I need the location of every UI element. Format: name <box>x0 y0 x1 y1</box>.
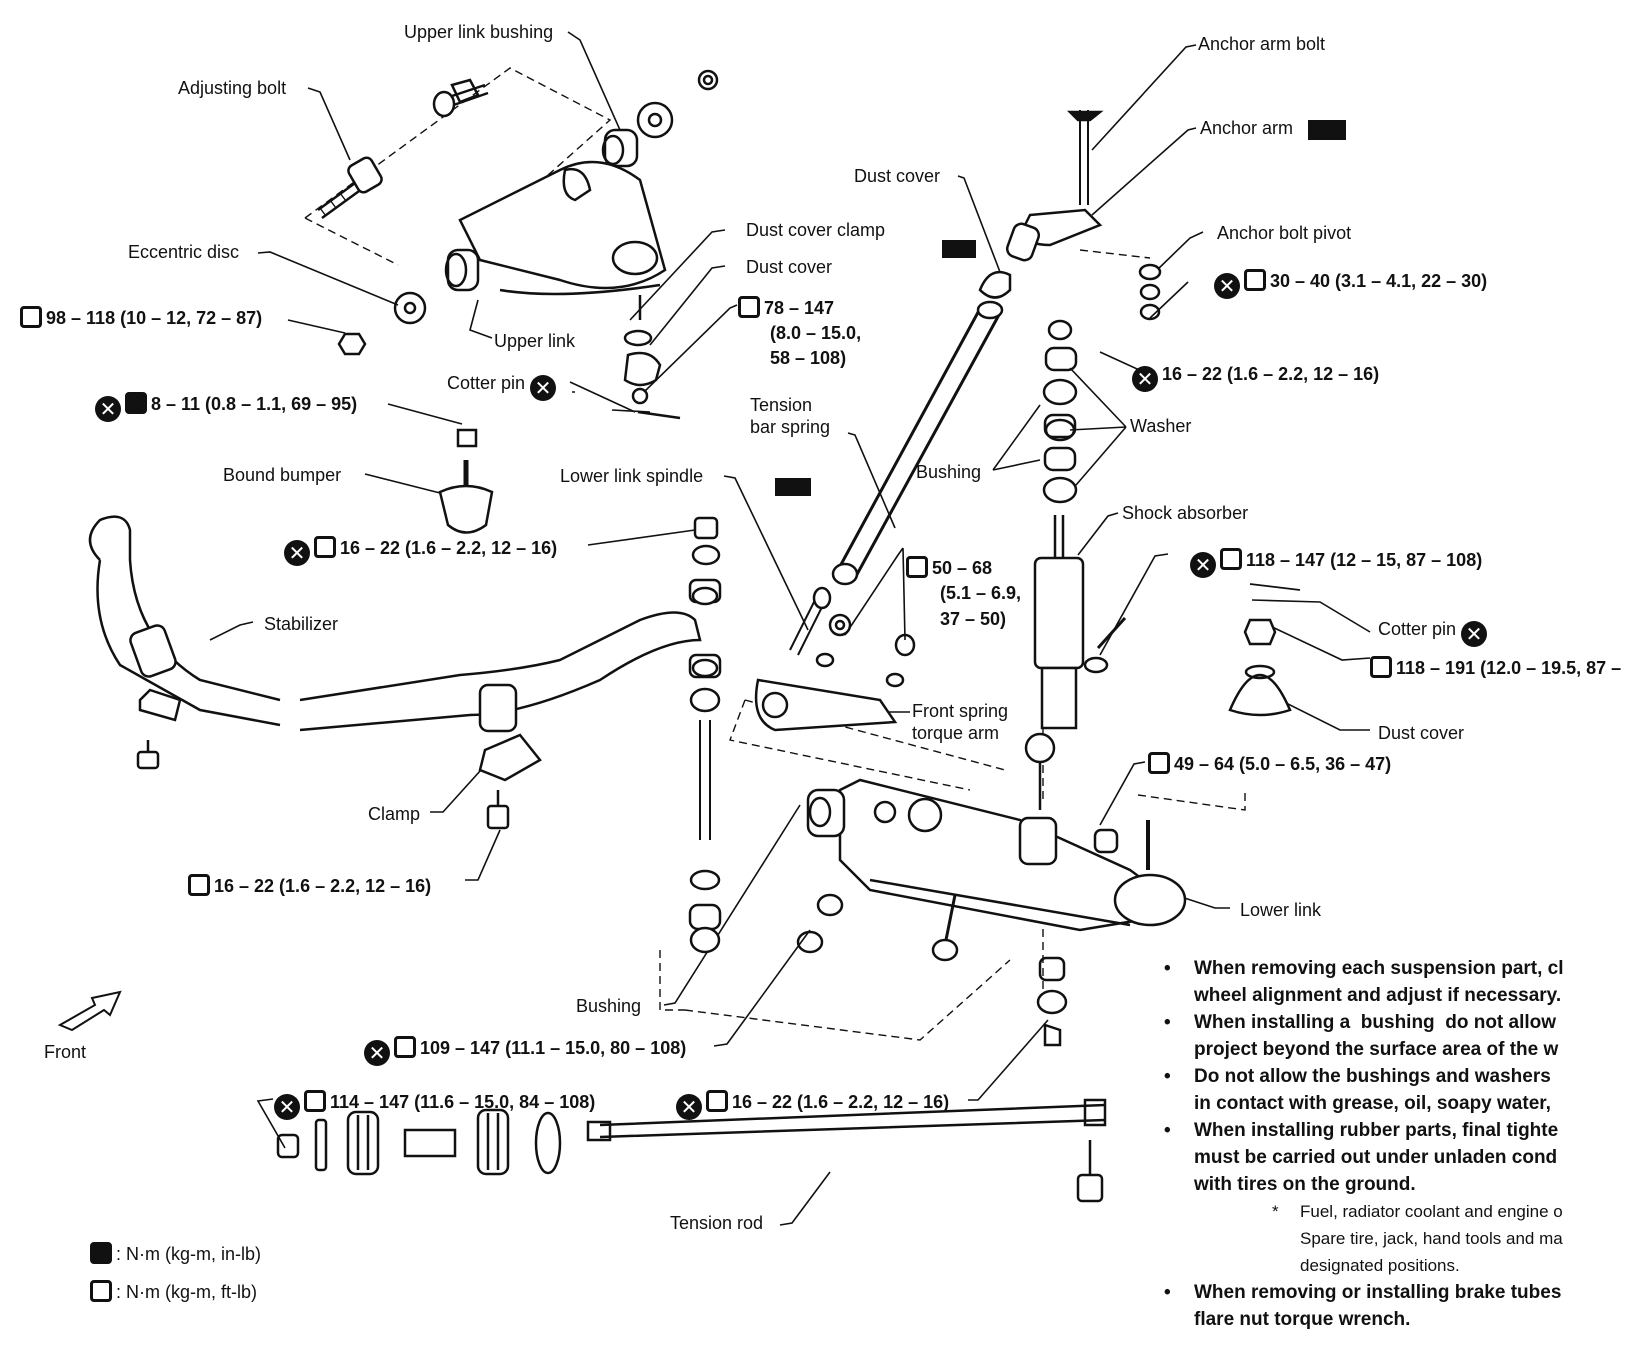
torque-78-147: 78 – 147 <box>738 296 834 319</box>
note-1: When removing each suspension part, cl w… <box>1160 955 1648 1009</box>
note-4: When installing rubber parts, final tigh… <box>1160 1117 1648 1198</box>
label-tension-rod: Tension rod <box>670 1213 764 1233</box>
service-notes: When removing each suspension part, cl w… <box>1160 955 1648 1333</box>
label-bound-bumper: Bound bumper <box>223 465 342 485</box>
upper-ball-joint-parts <box>623 329 681 420</box>
torque-ftlb-icon <box>738 296 760 318</box>
tension-bar-spring-part <box>831 270 1012 586</box>
legend-ftlb: : N·m (kg-m, ft-lb) <box>90 1280 257 1303</box>
torque-inlb-icon <box>125 392 147 414</box>
replace-x-icon: ✕ <box>274 1094 300 1120</box>
label-tension-bar-spring: Tension bar spring <box>750 395 831 437</box>
front-arrow-icon <box>57 990 122 1032</box>
label-eccentric-disc: Eccentric disc <box>128 242 240 262</box>
label-cotter-pin-right: Cotter pin ✕ <box>1378 618 1491 647</box>
torque-inlb-icon <box>90 1242 112 1264</box>
torque-78-147-ftlb: 58 – 108) <box>770 348 847 368</box>
replace-x-icon: ✕ <box>1132 366 1158 392</box>
torque-ftlb-icon <box>304 1090 326 1112</box>
label-anchor-arm: Anchor arm <box>1200 118 1294 138</box>
legend-inlb: : N·m (kg-m, in-lb) <box>90 1242 261 1265</box>
label-dust-cover-mid: Dust cover <box>854 166 941 186</box>
adjusting-bolt-part <box>317 156 383 220</box>
torque-78-147-kgm: (8.0 – 15.0, <box>770 323 862 343</box>
torque-114-147: ✕114 – 147 (11.6 – 15.0, 84 – 108) <box>274 1090 595 1120</box>
label-front: Front <box>44 1042 87 1062</box>
label-dust-cover-right: Dust cover <box>1378 723 1465 743</box>
nut-98 <box>337 332 367 356</box>
replace-x-icon: ✕ <box>1461 621 1488 647</box>
label-lower-link-spindle: Lower link spindle <box>560 466 704 486</box>
torque-50-68-kgm: (5.1 – 6.9, <box>940 583 1022 603</box>
label-adjusting-bolt: Adjusting bolt <box>178 78 287 98</box>
torque-ftlb-icon <box>1148 752 1170 774</box>
replace-x-icon: ✕ <box>95 396 121 422</box>
label-dust-cover-upper: Dust cover <box>746 257 833 277</box>
torque-50-68: 50 – 68 <box>906 556 992 579</box>
replace-x-icon: ✕ <box>364 1040 390 1066</box>
label-dust-cover-clamp: Dust cover clamp <box>746 220 886 240</box>
right-ball-joint-parts <box>1228 583 1301 717</box>
note-2: When installing a bushing do not allow p… <box>1160 1009 1648 1063</box>
torque-16-22-shock: ✕16 – 22 (1.6 – 2.2, 12 – 16) <box>1132 363 1379 392</box>
stabilizer-part <box>88 515 702 830</box>
torque-8-11: ✕8 – 11 (0.8 – 1.1, 69 – 95) <box>95 392 357 422</box>
torque-16-22-lower: ✕16 – 22 (1.6 – 2.2, 12 – 16) <box>676 1090 949 1120</box>
torque-109-147: ✕109 – 147 (11.1 – 15.0, 80 – 108) <box>364 1036 686 1066</box>
torque-49-64: 49 – 64 (5.0 – 6.5, 36 – 47) <box>1148 752 1391 775</box>
torque-ftlb-icon <box>706 1090 728 1112</box>
torque-50-68-ftlb: 37 – 50) <box>940 609 1007 629</box>
torque-ftlb-icon <box>314 536 336 558</box>
tension-rod-parts <box>276 1098 1107 1203</box>
torque-ftlb-icon <box>188 874 210 896</box>
torque-118-191: 118 – 191 (12.0 – 19.5, 87 – <box>1370 656 1621 679</box>
note-5: When removing or installing brake tubes … <box>1160 1279 1648 1333</box>
torque-118-147: ✕118 – 147 (12 – 15, 87 – 108) <box>1190 548 1482 578</box>
bound-bumper-part <box>438 428 494 534</box>
replace-x-icon: ✕ <box>530 375 557 401</box>
note-3: Do not allow the bushings and washers in… <box>1160 1063 1648 1117</box>
label-lower-link: Lower link <box>1240 900 1322 920</box>
torque-ftlb-icon <box>394 1036 416 1058</box>
torque-ftlb-icon <box>1220 548 1242 570</box>
replace-x-icon: ✕ <box>1190 552 1216 578</box>
label-stabilizer: Stabilizer <box>264 614 339 634</box>
lower-link-part <box>796 778 1187 1047</box>
label-clamp: Clamp <box>368 804 421 824</box>
label-anchor-arm-bolt: Anchor arm bolt <box>1198 34 1326 54</box>
replace-x-icon: ✕ <box>1214 273 1240 299</box>
torque-16-22-clamp: 16 – 22 (1.6 – 2.2, 12 – 16) <box>188 874 431 897</box>
replace-x-icon: ✕ <box>676 1094 702 1120</box>
torque-arm-parts <box>754 586 916 732</box>
upper-link-parts <box>432 69 719 320</box>
shock-absorber-parts <box>1024 319 1127 810</box>
torque-ftlb-icon <box>20 306 42 328</box>
label-front-spring-torque-arm: Front spring torque arm <box>912 701 1009 743</box>
torque-ftlb-icon <box>1244 269 1266 291</box>
torque-ftlb-icon <box>1370 656 1392 678</box>
grease-icons <box>775 120 1346 496</box>
torque-16-22-stab-link: ✕16 – 22 (1.6 – 2.2, 12 – 16) <box>284 536 557 566</box>
torque-ftlb-icon <box>906 556 928 578</box>
leader-lines <box>209 31 1371 1226</box>
eccentric-disc-part <box>393 291 427 325</box>
torque-ftlb-icon <box>90 1280 112 1302</box>
label-shock-absorber: Shock absorber <box>1122 503 1249 523</box>
stabilizer-link-parts <box>688 516 722 954</box>
torque-98-118: 98 – 118 (10 – 12, 72 – 87) <box>20 306 262 329</box>
label-cotter-pin-upper: Cotter pin ✕ <box>447 372 560 401</box>
torque-30-40: ✕30 – 40 (3.1 – 4.1, 22 – 30) <box>1214 269 1487 299</box>
label-bushing-lower: Bushing <box>576 996 642 1016</box>
label-bushing-right: Bushing <box>916 462 982 482</box>
label-upper-link-bushing: Upper link bushing <box>404 22 554 42</box>
label-anchor-bolt-pivot: Anchor bolt pivot <box>1217 223 1352 243</box>
replace-x-icon: ✕ <box>284 540 310 566</box>
label-upper-link: Upper link <box>494 331 576 351</box>
label-washer: Washer <box>1130 416 1192 436</box>
note-4-subnote: Fuel, radiator coolant and engine o Spar… <box>1160 1198 1648 1279</box>
anchor-arm-part <box>1005 110 1162 321</box>
